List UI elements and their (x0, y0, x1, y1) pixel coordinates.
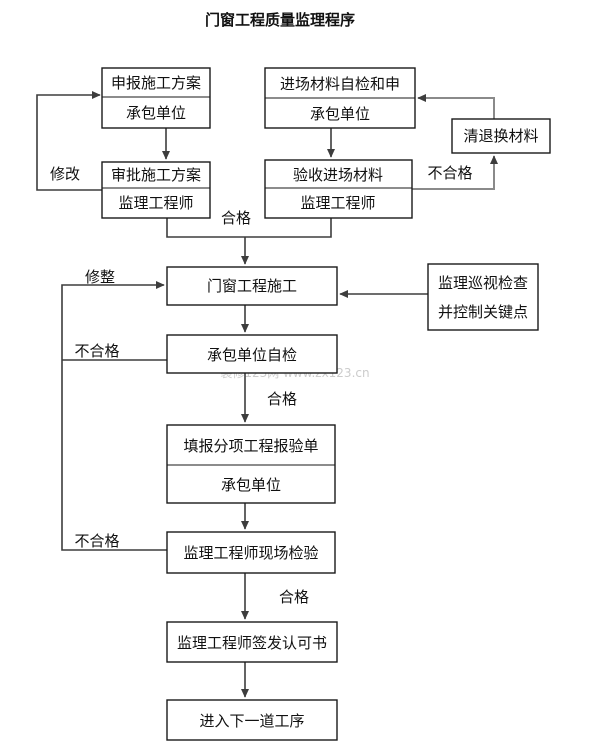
node-accept-material-action: 验收进场材料 (293, 166, 383, 184)
node-site-inspection: 监理工程师现场检验 (166, 531, 336, 574)
edge-label-unqualified-top: 不合格 (427, 164, 472, 182)
node-next-process-label: 进入下一道工序 (199, 712, 304, 730)
node-material-self-check-action: 进场材料自检和申 (280, 75, 400, 93)
page-title: 门窗工程质量监理程序 (205, 11, 355, 29)
node-return-material-label: 清退换材料 (463, 127, 538, 145)
node-declare-plan-action: 申报施工方案 (111, 74, 201, 92)
node-declare-plan: 申报施工方案 承包单位 (101, 67, 211, 129)
edge-rectify-loop (61, 281, 167, 551)
node-approve-plan-role: 监理工程师 (118, 194, 193, 212)
node-fill-report-role: 承包单位 (221, 476, 281, 494)
node-issue-approval-label: 监理工程师签发认可书 (177, 634, 327, 652)
edge-return-to-material (417, 94, 495, 119)
edge-label-unqualified-lower: 不合格 (74, 532, 119, 550)
edge-label-unqualified-mid: 不合格 (74, 342, 119, 360)
node-contractor-self-check: 承包单位自检 (166, 334, 338, 374)
node-next-process: 进入下一道工序 (166, 699, 338, 741)
node-accept-material: 验收进场材料 监理工程师 (264, 159, 413, 219)
node-construction-label: 门窗工程施工 (207, 277, 297, 295)
edge-label-modify: 修改 (50, 165, 80, 183)
edge-label-rectify: 修整 (85, 268, 115, 286)
edge-unqualified-to-return (412, 155, 498, 190)
node-material-self-check-role: 承包单位 (310, 105, 370, 123)
node-contractor-self-check-label: 承包单位自检 (207, 346, 297, 364)
node-site-inspection-label: 监理工程师现场检验 (183, 544, 318, 562)
node-return-material: 清退换材料 (451, 118, 551, 154)
node-approve-plan: 审批施工方案 监理工程师 (101, 161, 211, 219)
edge-merge-rail (166, 218, 332, 238)
node-construction: 门窗工程施工 (166, 266, 338, 306)
node-patrol-inspect-line2: 并控制关键点 (438, 303, 528, 321)
edge-label-qualified-bottom: 合格 (279, 588, 309, 606)
node-patrol-inspect-line1: 监理巡视检查 (438, 274, 528, 292)
node-declare-plan-role: 承包单位 (126, 104, 186, 122)
node-fill-report-action: 填报分项工程报验单 (183, 437, 318, 455)
edge-modify-loop (36, 91, 102, 191)
node-approve-plan-action: 审批施工方案 (111, 166, 201, 184)
node-patrol-inspect: 监理巡视检查 并控制关键点 (427, 263, 539, 331)
edge-label-qualified-mid: 合格 (267, 390, 297, 408)
node-material-self-check: 进场材料自检和申 承包单位 (264, 67, 416, 129)
node-accept-material-role: 监理工程师 (300, 194, 375, 212)
node-issue-approval: 监理工程师签发认可书 (166, 621, 338, 663)
node-fill-report: 填报分项工程报验单 承包单位 (166, 424, 336, 504)
edge-label-qualified-top: 合格 (221, 209, 251, 227)
